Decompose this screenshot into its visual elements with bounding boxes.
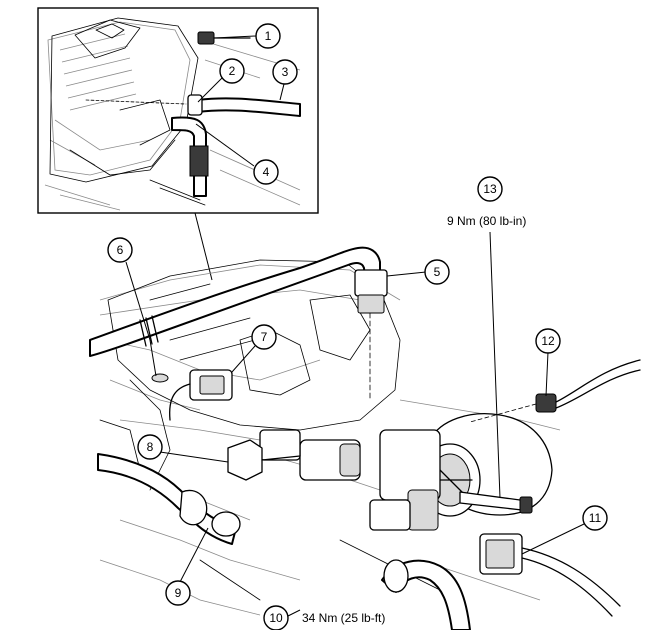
callout-6-label: 6 xyxy=(117,243,124,257)
callout-12-label: 12 xyxy=(541,334,555,348)
leader-lines xyxy=(125,35,585,618)
callout-9: 9 xyxy=(165,580,191,606)
callout-10-label: 10 xyxy=(269,611,283,625)
callout-7: 7 xyxy=(251,324,277,350)
callout-13-label: 13 xyxy=(483,182,497,196)
engine-assembly xyxy=(89,246,641,630)
callout-8-label: 8 xyxy=(147,440,154,454)
callout-5: 5 xyxy=(424,259,450,285)
callout-3-label: 3 xyxy=(282,65,289,79)
callout-3: 3 xyxy=(272,59,298,85)
callout-9-label: 9 xyxy=(175,586,182,600)
callout-4: 4 xyxy=(253,159,279,185)
callout-1: 1 xyxy=(255,23,281,49)
callout-6: 6 xyxy=(107,237,133,263)
callout-5-label: 5 xyxy=(434,265,441,279)
callout-11-label: 11 xyxy=(589,511,602,525)
callout-7-label: 7 xyxy=(261,330,268,344)
callout-2-label: 2 xyxy=(229,64,236,78)
callout-1-label: 1 xyxy=(265,29,272,43)
callout-10: 10 xyxy=(263,605,289,630)
torque-spec-10: 34 Nm (25 lb-ft) xyxy=(302,611,385,625)
torque-spec-13: 9 Nm (80 lb-in) xyxy=(447,214,526,228)
callout-4-label: 4 xyxy=(263,165,270,179)
callouts: 1 2 3 4 5 6 7 8 xyxy=(107,23,608,630)
callout-12: 12 xyxy=(535,328,561,354)
callout-8: 8 xyxy=(137,434,163,460)
callout-13: 13 xyxy=(477,176,503,202)
callout-2: 2 xyxy=(219,58,245,84)
callout-11: 11 xyxy=(582,505,608,531)
